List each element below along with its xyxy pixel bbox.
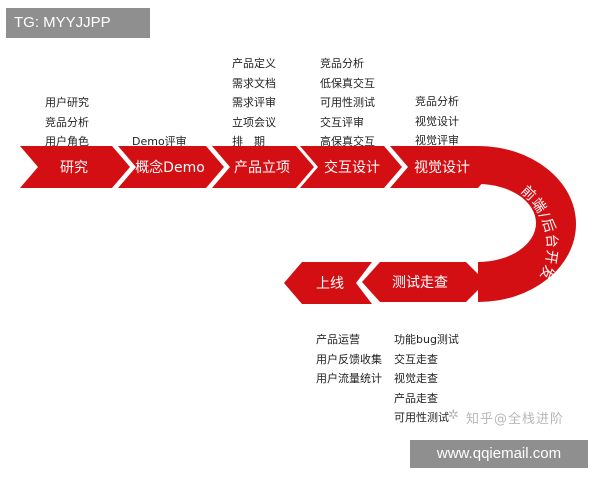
label-product: 产品立项 [234, 160, 290, 176]
watermark-logo-icon: ✲ [448, 408, 459, 423]
note-item: 产品走查 [394, 391, 438, 405]
label-interaction: 交互设计 [324, 159, 380, 176]
notes-research: 用户研究 竞品分析 用户角色 [45, 93, 89, 152]
notes-testing: 功能bug测试 交互走查 视觉走查 产品走查 可用性测试 [394, 330, 459, 428]
arrow-product [212, 146, 314, 188]
arrow-testing [362, 262, 486, 302]
header-tag: TG: MYYJJPP [6, 8, 150, 38]
note-item: 视觉走查 [394, 372, 438, 385]
note-item: 高保真交互 [320, 135, 375, 148]
arrow-launch [284, 262, 372, 304]
note-item: 视觉评审 [415, 134, 459, 147]
note-item: 用户流量统计 [316, 372, 382, 385]
note-item: 视觉设计 [415, 114, 459, 128]
arrow-interaction [300, 146, 402, 188]
note-item: 产品运营 [316, 333, 360, 346]
label-research: 研究 [60, 160, 88, 176]
note-item: 低保真交互 [320, 76, 375, 90]
note-item: 产品定义 [232, 57, 276, 70]
note-item: 可用性测试 [320, 96, 375, 109]
note-item: 可用性测试 [394, 411, 449, 424]
note-item: Demo评审 [132, 135, 187, 148]
label-testing: 测试走查 [392, 275, 448, 291]
note-item: 排 期 [232, 135, 265, 148]
label-visual: 视觉设计 [414, 160, 470, 176]
curve-band [478, 146, 576, 302]
note-item: 用户反馈收集 [316, 352, 382, 366]
arrow-visual [390, 146, 496, 188]
note-item: 立项会议 [232, 115, 276, 129]
note-item: 用户研究 [45, 96, 89, 109]
note-item: 竞品分析 [45, 115, 89, 129]
note-item: 竞品分析 [415, 95, 459, 108]
note-item: 交互走查 [394, 352, 438, 366]
arrow-research [20, 146, 130, 188]
note-item: 用户角色 [45, 135, 89, 148]
note-item: 需求文档 [232, 76, 276, 90]
notes-interaction: 竞品分析 低保真交互 可用性测试 交互评审 高保真交互 [320, 54, 375, 152]
arrow-concept [118, 146, 224, 188]
note-item: 需求评审 [232, 96, 276, 109]
notes-product: 产品定义 需求文档 需求评审 立项会议 排 期 [232, 54, 276, 152]
label-concept: 概念Demo [135, 159, 205, 176]
note-item: 竞品分析 [320, 57, 364, 70]
notes-launch: 产品运营 用户反馈收集 用户流量统计 [316, 330, 382, 389]
notes-visual: 竞品分析 视觉设计 视觉评审 [415, 92, 459, 151]
footer-url: www.qqiemail.com [410, 440, 588, 468]
note-item: 交互评审 [320, 115, 364, 129]
notes-concept: Demo评审 [132, 132, 187, 152]
note-item: 功能bug测试 [394, 333, 459, 346]
watermark-text: 知乎@全栈进阶 [466, 412, 565, 427]
label-launch: 上线 [316, 276, 344, 292]
